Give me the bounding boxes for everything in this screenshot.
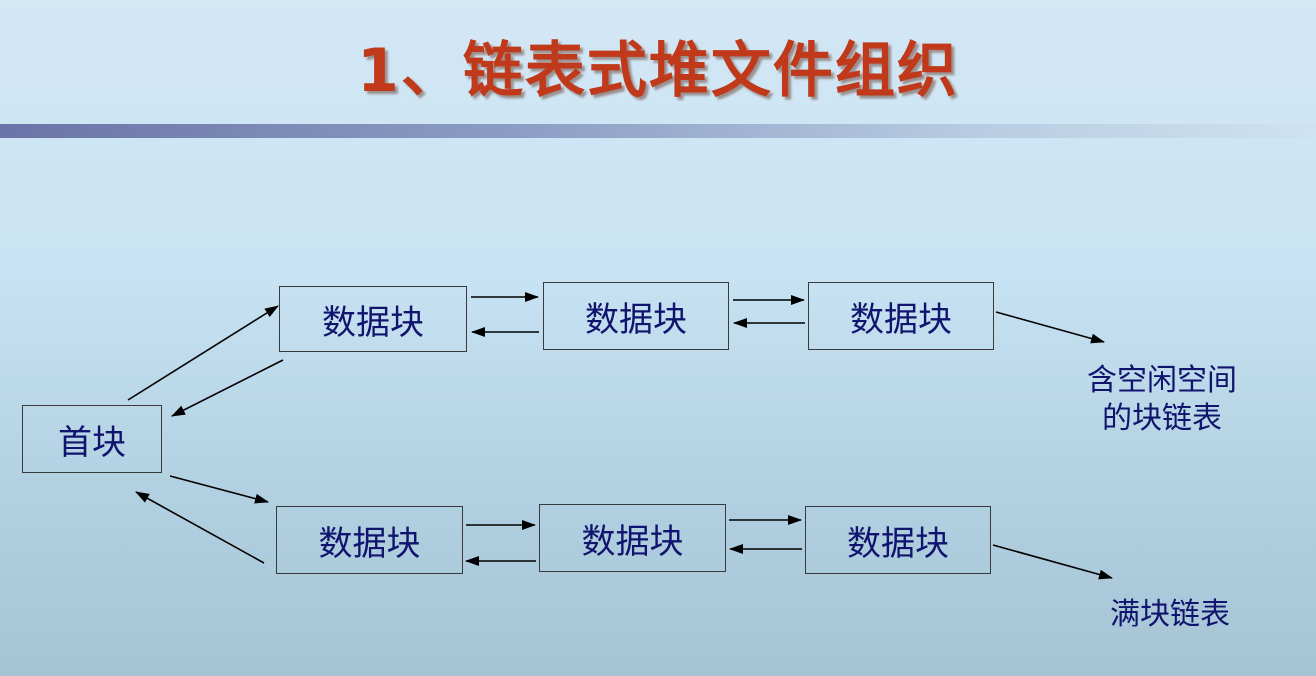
arrow-top-3-out	[995, 311, 1105, 344]
arrow-top-to-head	[171, 359, 284, 417]
head-block: 首块	[22, 405, 162, 473]
free-space-chain-label-line-2: 的块链表	[1102, 401, 1222, 436]
top-data-block-3: 数据块	[808, 282, 994, 350]
arrow-bottom-to-head	[135, 491, 265, 564]
free-space-chain-label-line-1: 含空闲空间	[1087, 363, 1237, 398]
slide-title: 1、链表式堆文件组织	[357, 36, 959, 106]
top-data-block-2: 数据块	[543, 282, 729, 350]
arrow-bottom-3-out	[992, 544, 1113, 580]
arrow-head-to-top	[127, 305, 279, 401]
bottom-data-block-3: 数据块	[805, 506, 991, 574]
free-space-chain-label: 含空闲空间 的块链表	[1050, 362, 1274, 438]
full-block-chain-label: 满块链表	[1110, 597, 1230, 632]
arrow-head-to-bottom	[169, 475, 269, 504]
bottom-data-block-2: 数据块	[539, 504, 726, 572]
top-data-block-1: 数据块	[279, 286, 467, 352]
bottom-data-block-1: 数据块	[276, 506, 463, 574]
title-divider	[0, 124, 1316, 138]
